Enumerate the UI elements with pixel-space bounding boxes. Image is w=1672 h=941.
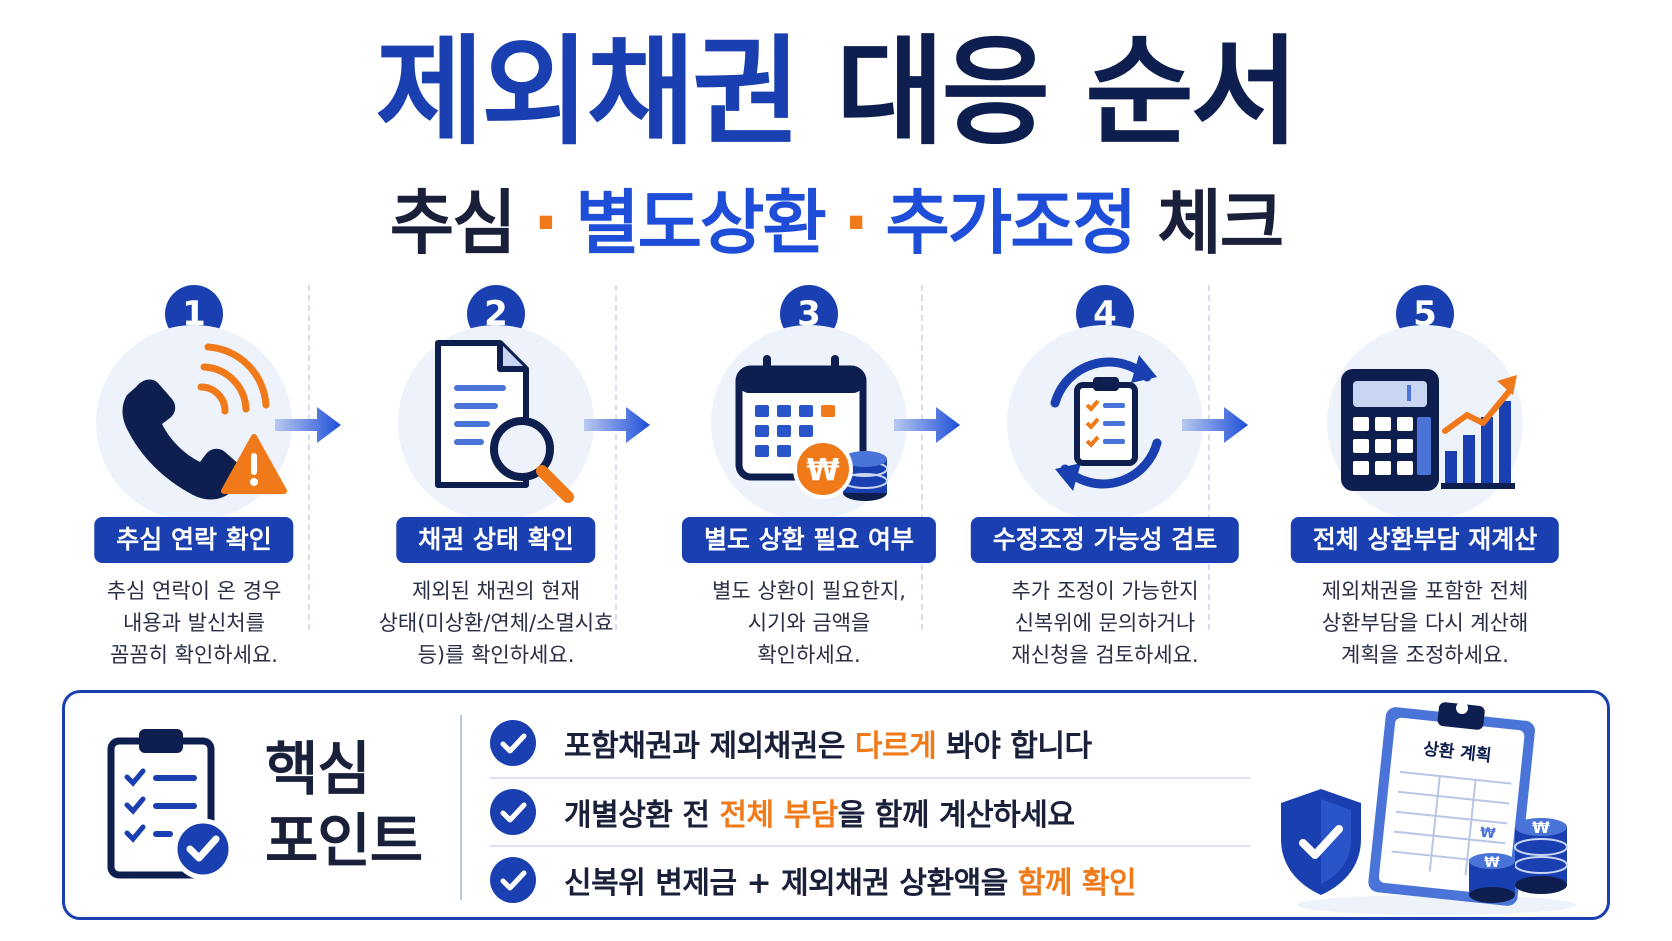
step-divider: [1208, 285, 1210, 630]
step-description: 추심 연락이 온 경우 내용과 발신처를 꼼꼼히 확인하세요.: [106, 579, 282, 667]
step-label: 채권 상태 확인: [396, 517, 596, 563]
phone-warning-icon: [122, 343, 287, 500]
won-symbol: ₩: [806, 453, 839, 488]
title-part-1: 제외채권: [375, 23, 801, 161]
cycle-clipboard-icon: [1050, 355, 1162, 491]
list-item: 포함채권과 제외채권은 다르게 봐야 합니다: [490, 709, 1250, 777]
step-label: 전체 상환부담 재계산: [1290, 517, 1560, 563]
subtitle-sep-1: ·: [532, 182, 560, 264]
subtitle: 추심·별도상환·추가조정 체크: [0, 178, 1672, 268]
step-divider: [921, 285, 923, 630]
document-search-icon: [435, 340, 574, 503]
step-5: 5 전체 상환부담 재계산: [1266, 285, 1584, 675]
key-points-list: 포함채권과 제외채권은 다르게 봐야 합니다 개별상환 전 전체 부담을 함께 …: [490, 709, 1250, 913]
calculator-chart-icon: [1341, 369, 1517, 491]
list-item: 신복위 변제금 + 제외채권 상환액을 함께 확인: [490, 845, 1250, 913]
step-description: 별도 상환이 필요한지, 시기와 금액을 확인하세요.: [712, 579, 906, 667]
highlight-text: 함께 확인: [1017, 866, 1137, 901]
clipboard-check-icon: [107, 729, 234, 880]
check-circle-icon: [490, 857, 536, 903]
won-symbol: ₩: [1532, 818, 1550, 837]
subtitle-word-4: 체크: [1157, 182, 1284, 264]
step-4: 4 수정조정 가능성 검토 추가 조정이 가능한지 신복위에 문의하거나 재신청…: [946, 285, 1264, 675]
step-label: 별도 상환 필요 여부: [681, 517, 937, 563]
subtitle-word-3: 추가조정: [885, 182, 1137, 264]
step-description: 제외된 채권의 현재 상태(미상환/연체/소멸시효 등)를 확인하세요.: [378, 579, 614, 667]
check-circle-icon: [490, 789, 536, 835]
step-2: 2 채권 상태 확인 제외된 채권의 현재 상태(미상환/연체/소멸시효 등)를…: [337, 285, 655, 675]
won-symbol: ₩: [1484, 855, 1500, 871]
key-points-panel: 핵심 포인트 포함채권과 제외채권은 다르게 봐야 합니다 개별상환 전 전체 …: [62, 690, 1610, 920]
step-divider: [308, 285, 310, 630]
step-1: 1 추심 연락 확인 추심 연락이 온 경우 내용과 발신처를 꼼꼼히 확인하세…: [35, 285, 353, 675]
highlight-text: 전체 부담: [719, 798, 838, 833]
panel-divider: [460, 715, 462, 900]
repayment-plan-illustration: 상환 계획 ₩ ₩ ₩: [1281, 702, 1577, 915]
calendar-coin-icon: ₩: [735, 355, 888, 501]
arrow-right-icon: [275, 407, 341, 443]
arrow-right-icon: [1182, 407, 1248, 443]
steps-row: 1 추심 연락 확인 추심 연락이 온 경우 내용과 발신처를 꼼꼼히 확인하세…: [40, 285, 1632, 675]
subtitle-word-2: 별도상환: [575, 182, 827, 264]
step-divider: [615, 285, 617, 630]
main-title: 제외채권 대응 순서: [0, 22, 1672, 162]
subtitle-word-1: 추심: [389, 182, 517, 264]
step-label: 수정조정 가능성 검토: [970, 517, 1240, 563]
subtitle-sep-2: ·: [842, 182, 870, 264]
arrow-right-icon: [894, 407, 960, 443]
step-description: 제외채권을 포함한 전체 상환부담을 다시 계산해 계획을 조정하세요.: [1321, 579, 1529, 667]
check-circle-icon: [490, 720, 536, 766]
list-item: 개별상환 전 전체 부담을 함께 계산하세요: [490, 777, 1250, 845]
won-symbol: ₩: [1479, 825, 1497, 843]
arrow-right-icon: [584, 407, 650, 443]
step-3: 3 ₩ 별도 상환 필요 여부: [650, 285, 968, 675]
highlight-text: 다르게: [854, 729, 937, 764]
title-part-2: 대응 순서: [836, 23, 1299, 161]
step-description: 추가 조정이 가능한지 신복위에 문의하거나 재신청을 검토하세요.: [1011, 579, 1199, 667]
key-points-heading: 핵심 포인트: [265, 735, 423, 875]
step-label: 추심 연락 확인: [94, 517, 294, 563]
